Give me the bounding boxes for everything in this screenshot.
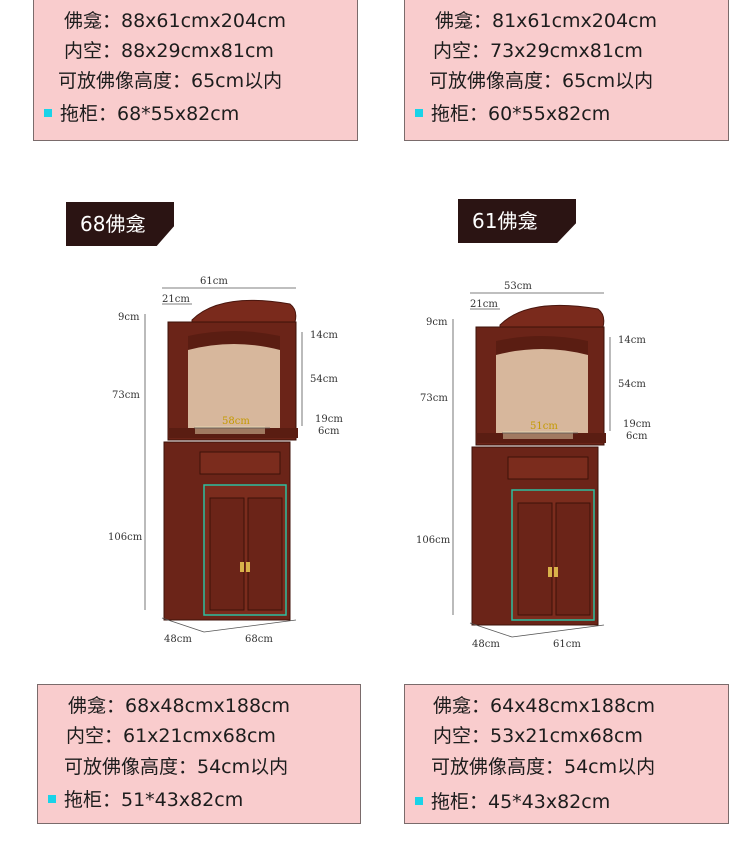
spec-base-cabinet: 拖柜：68*55x82cm <box>44 103 239 125</box>
dim-inner-h4: 6cm <box>626 431 648 442</box>
bullet-icon <box>44 108 52 117</box>
door-handle-icon <box>240 562 244 572</box>
spec-base-cabinet-text: 拖柜：45*43x82cm <box>431 791 611 813</box>
bullet-icon <box>415 796 423 805</box>
dim-top-width: 53cm <box>504 281 532 292</box>
spec-panel-bottom-left: 佛龛：68x48cmx188cm 内空：61x21cmx68cm 可放佛像高度：… <box>37 684 361 824</box>
dim-upper-height: 73cm <box>112 390 140 401</box>
dim-upper-height: 73cm <box>420 393 448 404</box>
dim-lower-height: 106cm <box>416 535 451 546</box>
dim-top-width: 61cm <box>200 276 228 287</box>
drawer <box>199 451 281 475</box>
dim-top-cap: 9cm <box>426 317 448 328</box>
dim-inner-h1: 14cm <box>310 330 338 341</box>
spec-base-cabinet: 拖柜：51*43x82cm <box>48 789 243 811</box>
dim-top-depth: 21cm <box>162 294 190 305</box>
dim-inner-h3: 19cm <box>315 414 343 425</box>
dim-inner-h4: 6cm <box>318 426 340 437</box>
crown-carving <box>191 299 297 323</box>
spec-statue-height: 可放佛像高度：54cm以内 <box>431 756 656 778</box>
spec-inner-size: 内空：88x29cmx81cm <box>64 40 274 62</box>
spec-inner-size: 内空：53x21cmx68cm <box>433 725 643 747</box>
spec-panel-bottom-right: 佛龛：64x48cmx188cm 内空：53x21cmx68cm 可放佛像高度：… <box>404 684 729 824</box>
dim-top-cap: 9cm <box>118 312 140 323</box>
dim-inner-h1: 14cm <box>618 335 646 346</box>
spec-panel-top-left: 佛龛：88x61cmx204cm 内空：88x29cmx81cm 可放佛像高度：… <box>33 0 358 141</box>
cabinet-diagram-61: 53cm 21cm 9cm 73cm 106cm 14cm 54cm 19cm … <box>416 281 651 650</box>
spec-panel-top-right: 佛龛：81x61cmx204cm 内空：73x29cmx81cm 可放佛像高度：… <box>404 0 729 141</box>
bullet-icon <box>415 108 423 117</box>
spec-shrine-size: 佛龛：81x61cmx204cm <box>435 10 658 32</box>
spec-inner-size: 内空：61x21cmx68cm <box>66 725 276 747</box>
spec-shrine-size: 佛龛：68x48cmx188cm <box>68 695 291 717</box>
spec-statue-height: 可放佛像高度：65cm以内 <box>429 70 654 92</box>
spec-base-cabinet-text: 拖柜：68*55x82cm <box>60 103 240 125</box>
crown-carving <box>499 304 605 328</box>
dim-base-depth: 48cm <box>472 639 500 650</box>
spec-shrine-size: 佛龛：88x61cmx204cm <box>64 10 287 32</box>
spec-statue-height: 可放佛像高度：54cm以内 <box>64 756 289 778</box>
product-tag-68: 68佛龛 <box>66 202 174 246</box>
dim-top-depth: 21cm <box>470 299 498 310</box>
dim-base-width: 61cm <box>553 639 581 650</box>
spec-inner-size: 内空：73x29cmx81cm <box>433 40 643 62</box>
spec-shrine-size: 佛龛：64x48cmx188cm <box>433 695 656 717</box>
bullet-icon <box>48 794 56 803</box>
product-tag-61: 61佛龛 <box>458 199 576 243</box>
spec-statue-height: 可放佛像高度：65cm以内 <box>58 70 283 92</box>
spec-base-cabinet-text: 拖柜：60*55x82cm <box>431 103 611 125</box>
dim-base-width: 68cm <box>245 634 273 645</box>
shrine-inner-space <box>496 341 588 433</box>
door-handle-icon <box>548 567 552 577</box>
dim-inner-width: 58cm <box>222 416 250 427</box>
dim-lower-height: 106cm <box>108 532 143 543</box>
spec-base-cabinet: 拖柜：45*43x82cm <box>415 791 610 813</box>
dim-base-depth: 48cm <box>164 634 192 645</box>
cabinet-diagram-68: 61cm 21cm 9cm 73cm 106cm 14cm 54cm 19cm … <box>108 276 343 645</box>
spec-base-cabinet-text: 拖柜：51*43x82cm <box>64 789 244 811</box>
dim-inner-h2: 54cm <box>618 379 646 390</box>
spec-base-cabinet: 拖柜：60*55x82cm <box>415 103 610 125</box>
shrine-inner-space <box>188 336 280 428</box>
dim-inner-width: 51cm <box>530 421 558 432</box>
dim-inner-h3: 19cm <box>623 419 651 430</box>
dim-inner-h2: 54cm <box>310 374 338 385</box>
drawer <box>507 456 589 480</box>
